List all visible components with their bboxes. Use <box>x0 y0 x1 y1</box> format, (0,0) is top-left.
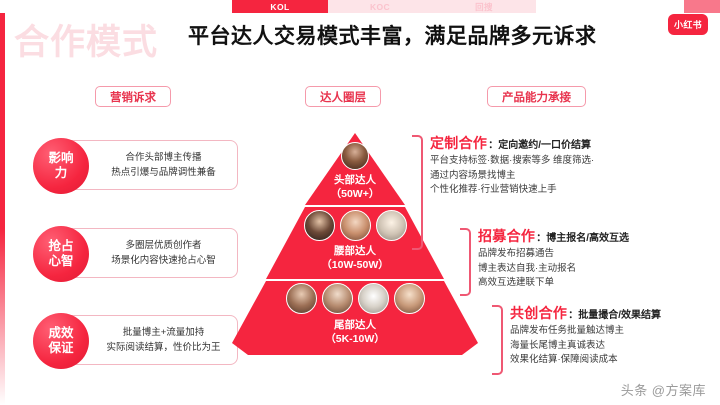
demand-card-influence: 合作头部博主传播 热点引爆与品牌调性兼备 影响 力 <box>33 138 238 194</box>
demand-badge-mindshare: 抢占 心智 <box>33 226 89 282</box>
pyramid-tier-top-avatars <box>341 142 369 170</box>
creator-avatar <box>357 283 389 314</box>
capability-subtitle: ：批量撮合/效果结算 <box>568 310 661 321</box>
demand-badge-line: 保证 <box>48 341 74 355</box>
column-header-product-capability: 产品能力承接 <box>487 86 586 107</box>
capability-line: 品牌发布任务批量触达博主 <box>510 325 625 336</box>
demand-badge-line: 心智 <box>48 254 74 268</box>
left-accent-bar <box>0 13 5 405</box>
capability-line: 博主表达自我·主动报名 <box>478 262 577 274</box>
tab-strip-left-spacer <box>0 0 232 13</box>
footer-watermark: 头条 @方案库 <box>620 383 706 398</box>
creator-avatar <box>303 210 335 241</box>
pyramid-tier-top: 头部达人 （50W+） <box>305 133 405 205</box>
page-title: 平台达人交易模式丰富，满足品牌多元诉求 <box>188 25 597 48</box>
creator-avatar <box>339 210 371 241</box>
demand-badge-influence: 影响 力 <box>33 138 89 194</box>
pyramid-tier-name: 头部达人 <box>334 174 376 186</box>
demand-badge-line: 抢占 <box>48 239 74 253</box>
demand-card-line: 合作头部博主传播 <box>125 152 202 163</box>
creator-avatar <box>393 283 425 314</box>
creator-avatar <box>341 142 369 170</box>
tab-huisou[interactable]: 回搜 <box>432 0 536 13</box>
capability-heading: 招募合作 ：博主报名/高效互选 <box>478 228 629 247</box>
demand-badge-line: 力 <box>54 166 68 180</box>
demand-badge-performance: 成效 保证 <box>33 313 89 369</box>
capability-line: 高效互选建联下单 <box>478 277 555 288</box>
demand-card-body: 批量博主+流量加持 实际阅读结算，性价比为王 <box>63 315 238 365</box>
creator-avatar <box>321 283 353 314</box>
capability-block-body: 共创合作 ：批量撮合/效果结算 品牌发布任务批量触达博主 海量长尾博主真诚表达 … <box>510 305 661 368</box>
capability-title: 定制合作 <box>430 135 488 151</box>
tab-strip-end-block <box>684 0 720 13</box>
watermark-section-title: 合作模式 <box>14 23 159 62</box>
creator-tier-pyramid: 头部达人 （50W+） 腰部达人 （10W-50W） <box>232 133 478 378</box>
capability-line: 效果化结算·保障阅读成本 <box>510 354 618 365</box>
capability-line: 平台支持标签·数据·搜索等多 维度筛选· <box>430 155 595 166</box>
demand-card-performance: 批量博主+流量加持 实际阅读结算，性价比为王 成效 保证 <box>33 313 238 369</box>
bracket-icon <box>460 228 471 296</box>
bracket-icon <box>492 305 503 375</box>
column-header-marketing-demand: 营销诉求 <box>95 86 171 107</box>
pyramid-tier-name: 尾部达人 <box>334 319 376 331</box>
demand-card-line: 场景化内容快速抢占心智 <box>111 255 216 266</box>
pyramid-tier-top-content: 头部达人 （50W+） <box>305 133 405 205</box>
tab-koc[interactable]: KOC <box>328 0 432 13</box>
demand-card-mindshare: 多圈层优质创作者 场景化内容快速抢占心智 抢占 心智 <box>33 226 238 282</box>
capability-subtitle: ：博主报名/高效互选 <box>536 233 629 244</box>
capability-line: 品牌发布招募通告 <box>478 248 555 259</box>
tab-kol[interactable]: KOL <box>232 0 328 13</box>
capability-block-body: 招募合作 ：博主报名/高效互选 品牌发布招募通告 博主表达自我·主动报名 高效互… <box>478 228 629 291</box>
capability-heading: 共创合作 ：批量撮合/效果结算 <box>510 305 661 324</box>
pyramid-tier-bottom-content: 尾部达人 （5K-10W） <box>232 281 478 355</box>
demand-badge-line: 影响 <box>48 151 74 165</box>
demand-card-line: 热点引爆与品牌调性兼备 <box>111 167 216 178</box>
capability-title: 招募合作 <box>478 228 536 244</box>
pyramid-tier-range: （5K-10W） <box>325 333 385 345</box>
pyramid-tier-middle: 腰部达人 （10W-50W） <box>266 207 444 279</box>
xiaohongshu-logo: 小红书 <box>668 14 708 35</box>
demand-card-line: 多圈层优质创作者 <box>125 240 202 251</box>
creator-avatar <box>375 210 407 241</box>
pyramid-tier-bottom: 尾部达人 （5K-10W） <box>232 281 478 355</box>
demand-card-line: 实际阅读结算，性价比为王 <box>106 342 221 353</box>
capability-title: 共创合作 <box>510 305 568 321</box>
tab-strip-right-spacer <box>536 0 684 13</box>
column-header-creator-tiers: 达人圈层 <box>305 86 381 107</box>
creator-avatar <box>285 283 317 314</box>
pyramid-tier-name: 腰部达人 <box>334 245 376 257</box>
demand-badge-line: 成效 <box>48 326 74 340</box>
pyramid-tier-range: （10W-50W） <box>321 259 389 271</box>
capability-line: 个性化推荐·行业营销快速上手 <box>430 184 557 195</box>
capability-line: 通过内容场景找博主 <box>430 169 516 181</box>
pyramid-tier-middle-content: 腰部达人 （10W-50W） <box>266 207 444 279</box>
demand-card-body: 合作头部博主传播 热点引爆与品牌调性兼备 <box>63 140 238 190</box>
pyramid-tier-middle-avatars <box>303 210 407 241</box>
pyramid-tier-range: （50W+） <box>330 188 380 200</box>
demand-card-body: 多圈层优质创作者 场景化内容快速抢占心智 <box>63 228 238 278</box>
demand-card-line: 批量博主+流量加持 <box>122 327 205 338</box>
capability-heading: 定制合作 ：定向邀约/一口价结算 <box>430 135 594 154</box>
bracket-icon <box>412 135 423 250</box>
top-tab-strip: KOL KOC 回搜 <box>0 0 720 13</box>
capability-subtitle: ：定向邀约/一口价结算 <box>488 140 591 151</box>
capability-block-body: 定制合作 ：定向邀约/一口价结算 平台支持标签·数据·搜索等多 维度筛选· 通过… <box>430 135 594 198</box>
pyramid-tier-bottom-avatars <box>285 283 425 314</box>
capability-line: 海量长尾博主真诚表达 <box>510 339 606 351</box>
